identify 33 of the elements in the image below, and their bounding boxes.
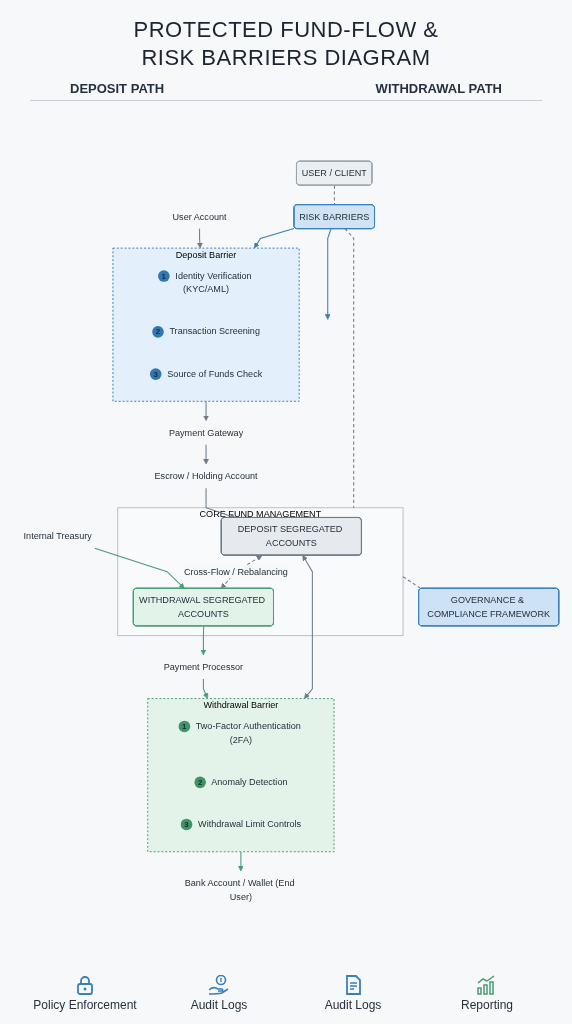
arrow: [254, 228, 295, 249]
node-text: Payment Gateway: [168, 427, 244, 438]
arrow: [302, 555, 313, 699]
node-label: Anomaly Detection: [211, 776, 288, 787]
arrow: [197, 228, 203, 249]
diagram-title: PROTECTED FUND-FLOW & RISK BARRIERS DIAGRAM: [132, 16, 440, 71]
connector: [344, 228, 355, 509]
node-text: Internal Treasury: [23, 530, 92, 542]
arrow: [203, 444, 209, 465]
arrow: [94, 547, 185, 589]
arrow: [324, 228, 332, 320]
node-text: Bank Account / Wallet (End User): [184, 877, 295, 902]
node-text: User Account: [172, 211, 227, 222]
arrow: [202, 678, 209, 699]
column-heading: DEPOSIT PATH: [70, 80, 165, 98]
node-label: Transaction Screening: [169, 326, 260, 337]
column-heading: WITHDRAWAL PATH: [375, 80, 502, 98]
node-text: Payment Processor: [163, 661, 244, 672]
icon-caption: Reporting: [461, 998, 513, 1012]
arrow: [200, 625, 207, 656]
arrow: [205, 487, 236, 519]
icon-caption: Policy Enforcement: [33, 998, 137, 1012]
arrow: [203, 400, 209, 422]
icon-caption: Audit Logs: [190, 998, 248, 1012]
node-label: Identity Verification (KYC/AML): [175, 270, 252, 295]
node-text: Escrow / Holding Account: [154, 470, 258, 482]
connector: [402, 576, 422, 590]
icon-caption: Audit Logs: [324, 998, 382, 1012]
edge-label: Cross-Flow / Rebalancing: [183, 566, 288, 577]
node-label: Source of Funds Check: [167, 368, 263, 379]
node-label: Withdrawal Limit Controls: [198, 818, 302, 830]
arrow: [238, 851, 244, 872]
node-label: Two-Factor Authentication (2FA): [195, 720, 301, 745]
